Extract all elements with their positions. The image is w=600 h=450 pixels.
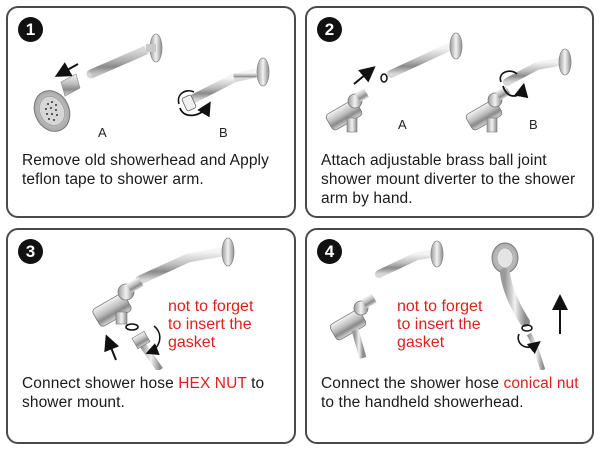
- label-a: A: [98, 125, 107, 140]
- gasket-note: not to forget to insert the gasket: [168, 298, 254, 351]
- label-a: A: [398, 117, 407, 132]
- label-b: B: [529, 117, 538, 132]
- step-1-panel: 1 A: [6, 6, 296, 218]
- handheld-showerhead-icon: [491, 242, 546, 370]
- gasket-icon: [125, 323, 139, 331]
- caption-text: Connect the shower hose: [321, 375, 504, 392]
- caption-text: Connect shower hose: [22, 375, 179, 392]
- step-number-badge: 1: [18, 17, 43, 42]
- shower-mount-diverter-icon: [465, 85, 511, 133]
- shower-mount-diverter-icon: [325, 88, 369, 133]
- shower-arm-icon: [380, 32, 463, 83]
- step-number-badge: 4: [317, 239, 342, 264]
- arrow-icon: [104, 334, 120, 361]
- shower-arm-icon: [135, 237, 235, 285]
- label-b: B: [219, 125, 228, 140]
- gasket-note: not to forget to insert the gasket: [397, 298, 483, 351]
- caption-text: to the handheld showerhead.: [321, 394, 524, 411]
- shower-arm-icon: [375, 240, 444, 278]
- shower-arm-icon: [86, 33, 163, 79]
- step-2-caption: Attach adjustable brass ball joint showe…: [321, 152, 576, 207]
- step-3-caption: Connect shower hose HEX NUT to shower mo…: [22, 374, 286, 412]
- step-2-illustration: A B: [325, 32, 572, 133]
- step-1-illustration: A B: [33, 33, 270, 140]
- arrow-icon: [517, 333, 541, 354]
- shower-mount-diverter-icon: [329, 293, 377, 359]
- teflon-tape-icon: [177, 89, 211, 118]
- shower-hose-icon: [131, 330, 163, 370]
- arrow-icon: [54, 62, 79, 77]
- arrow-icon: [502, 82, 529, 99]
- step-3-illustration: [92, 237, 235, 370]
- step-4-illustration: [329, 240, 568, 370]
- showerhead-icon: [33, 73, 81, 132]
- step-3-panel: 3 not to forget to insert the gasket Con…: [6, 228, 296, 444]
- caption-highlight: conical nut: [503, 375, 579, 392]
- arrow-icon: [353, 66, 376, 85]
- caption-text: to shower mount.: [22, 375, 265, 411]
- arrow-icon: [145, 325, 161, 355]
- step-number-badge: 3: [18, 239, 43, 264]
- shower-arm-icon: [503, 48, 572, 86]
- step-4-panel: 4 not to forget to insert the gasket Con…: [305, 228, 594, 444]
- shower-mount-diverter-icon: [92, 277, 144, 327]
- step-2-panel: 2 A B Attach adju: [305, 6, 594, 218]
- step-number-badge: 2: [317, 17, 342, 42]
- step-1-caption: Remove old showerhead and Apply teflon t…: [22, 152, 269, 188]
- gasket-icon: [521, 324, 533, 332]
- caption-highlight: HEX NUT: [178, 375, 247, 392]
- shower-arm-icon: [186, 57, 270, 105]
- step-4-caption: Connect the shower hose conical nut to t…: [321, 374, 584, 412]
